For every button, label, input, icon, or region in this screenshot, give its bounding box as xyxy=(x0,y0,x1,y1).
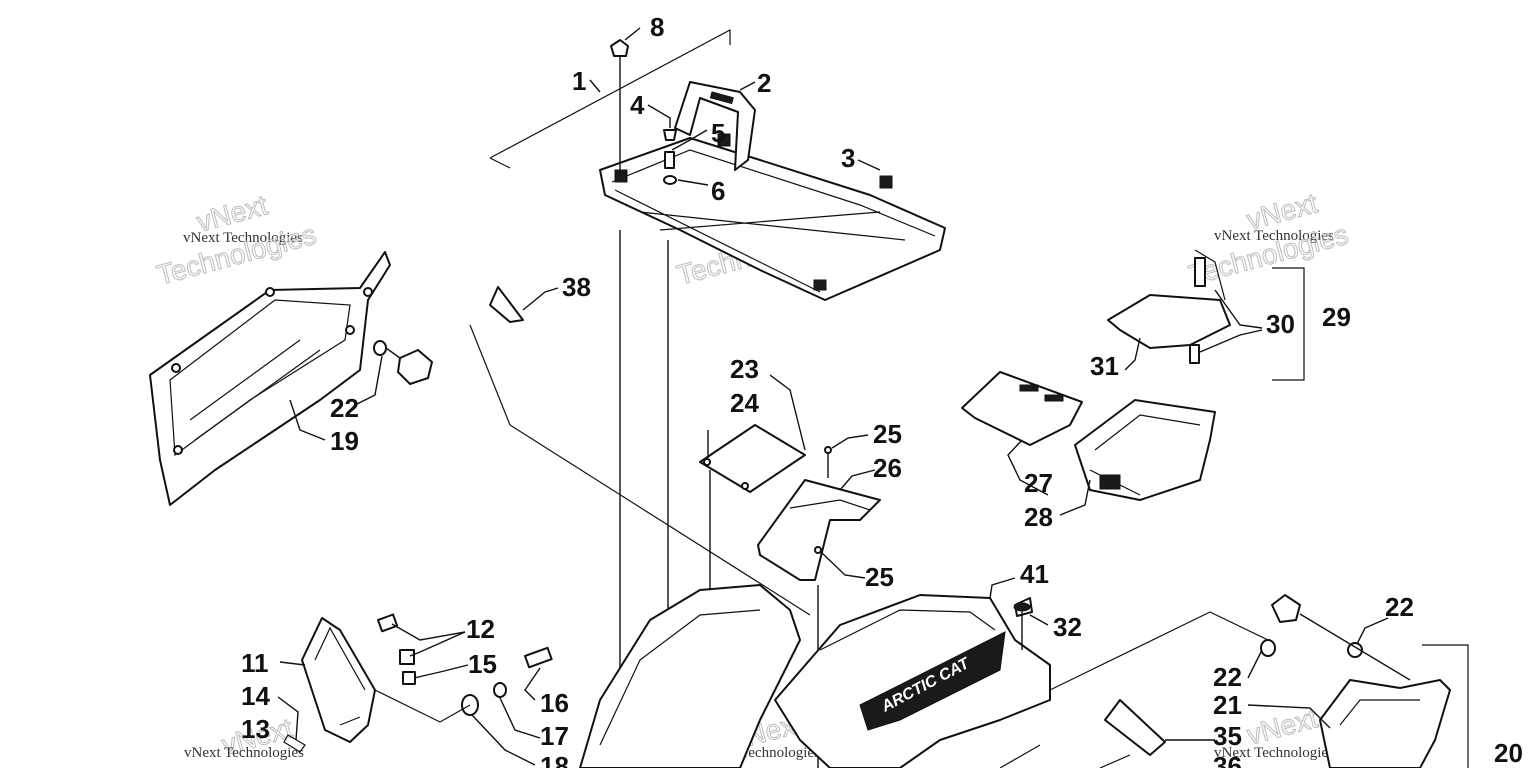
callout-25-bottom: 25 xyxy=(865,562,894,592)
watermark-top-left: vNext vNext Technologies Technologies xyxy=(153,189,320,292)
callout-31: 31 xyxy=(1090,351,1119,381)
callout-29: 29 xyxy=(1322,302,1351,332)
front-hood: ARCTIC CAT xyxy=(774,594,1051,768)
callout-32: 32 xyxy=(1053,612,1082,642)
tail-light-assembly xyxy=(283,613,553,753)
callout-23: 23 xyxy=(730,354,759,384)
rear-rack xyxy=(489,29,946,768)
callouts: 1 2 3 4 5 6 8 11 12 13 14 15 16 17 18 19… xyxy=(241,12,1523,768)
callout-14: 14 xyxy=(241,681,270,711)
left-side-panel xyxy=(149,251,433,506)
washer-32 xyxy=(1013,602,1031,650)
callout-22-right-top: 22 xyxy=(1385,592,1414,622)
svg-text:vNext Technologies: vNext Technologies xyxy=(1214,745,1334,761)
callout-24: 24 xyxy=(730,388,759,418)
callout-13: 13 xyxy=(241,714,270,744)
leader-lines xyxy=(277,27,1389,766)
callout-27: 27 xyxy=(1024,468,1053,498)
callout-8: 8 xyxy=(650,12,664,42)
callout-28: 28 xyxy=(1024,502,1053,532)
callout-18: 18 xyxy=(540,751,569,768)
callout-25-top: 25 xyxy=(873,419,902,449)
cover-31 xyxy=(1107,249,1305,381)
storage-box-28 xyxy=(1074,399,1216,501)
callout-16: 16 xyxy=(540,688,569,718)
callout-12: 12 xyxy=(466,614,495,644)
svg-text:vNext Technologies: vNext Technologies xyxy=(183,230,303,246)
right-side-panel xyxy=(999,594,1469,768)
callout-26: 26 xyxy=(873,453,902,483)
storage-lid-27 xyxy=(961,371,1083,446)
svg-text:vNext Technologies: vNext Technologies xyxy=(1214,228,1334,244)
callout-1: 1 xyxy=(572,66,586,96)
callout-22-right: 22 xyxy=(1213,662,1242,692)
callout-30: 30 xyxy=(1266,309,1295,339)
callout-22-left: 22 xyxy=(330,393,359,423)
callout-35: 35 xyxy=(1213,721,1242,751)
callout-2: 2 xyxy=(757,68,771,98)
callout-6: 6 xyxy=(711,176,725,206)
svg-text:vNext Technologies: vNext Technologies xyxy=(184,745,304,761)
svg-text:vNext: vNext xyxy=(1244,702,1321,751)
callout-41: 41 xyxy=(1020,559,1049,589)
callout-36: 36 xyxy=(1213,751,1242,768)
callout-19: 19 xyxy=(330,426,359,456)
callout-15: 15 xyxy=(468,649,497,679)
callout-4: 4 xyxy=(630,90,645,120)
callout-38: 38 xyxy=(562,272,591,302)
watermark-top-right: vNext vNext Technologies Technologies xyxy=(1185,187,1352,292)
callout-5: 5 xyxy=(711,118,725,148)
callout-20: 20 xyxy=(1494,738,1523,768)
rear-fender xyxy=(579,584,801,768)
callout-21: 21 xyxy=(1213,690,1242,720)
callout-17: 17 xyxy=(540,721,569,751)
callout-3: 3 xyxy=(841,143,855,173)
callout-11: 11 xyxy=(241,648,269,678)
